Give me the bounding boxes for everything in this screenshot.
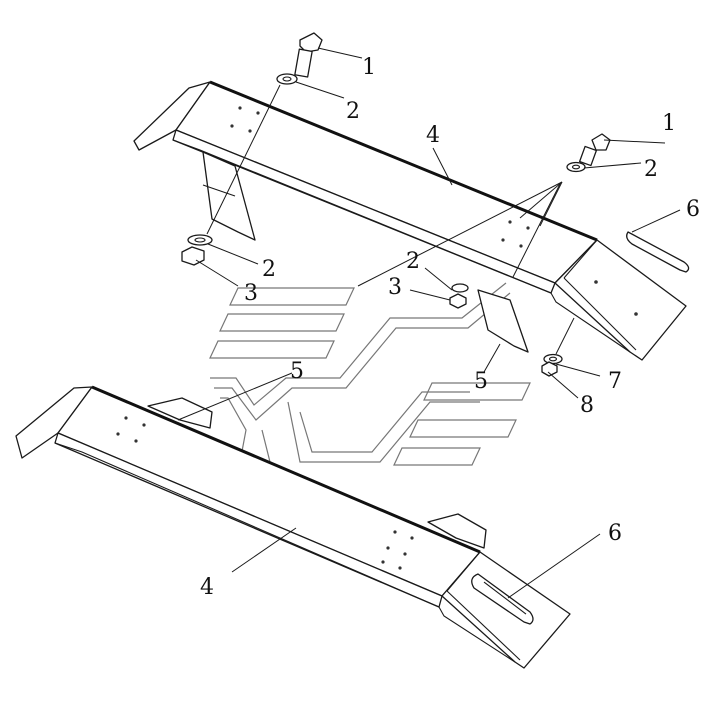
callout-2-lower-left: 2 [262,257,276,282]
upper-beam-left-bracket [202,151,256,241]
callout-2-upper-right: 2 [644,157,658,182]
callout-8: 8 [580,393,594,418]
nut-8 [541,361,558,377]
callout-5-right: 5 [474,369,488,394]
callout-3-lower-left: 3 [244,281,258,306]
lower-beam-left-bracket [147,397,213,429]
callout-5-left: 5 [290,359,304,384]
washer-2-center [451,283,469,293]
lower-handle [471,573,534,625]
callout-2-upper-left: 2 [346,99,360,124]
callout-7: 7 [608,369,622,394]
bolt-1-left [294,32,323,78]
leader-lines [177,47,681,599]
callout-2-center: 2 [406,249,420,274]
callout-3-center: 3 [388,275,402,300]
callouts: 1 2 4 1 2 6 2 3 2 3 5 5 7 8 6 4 [200,55,700,600]
upper-hardware [181,32,611,377]
callout-6-upper: 6 [686,197,700,222]
washer-2-bottom-left [187,234,213,246]
watermark-logo [209,282,531,466]
upper-beam-right-end [554,239,687,361]
callout-1-upper-left: 1 [362,55,376,80]
lower-beam-right-bracket [427,513,487,549]
callout-1-upper-right: 1 [662,111,676,136]
washer-7 [543,353,563,365]
lower-beam [15,385,571,669]
upper-handle [626,231,690,273]
washer-2-top-right [566,161,586,173]
upper-beam-right-bracket [477,289,529,353]
upper-beam [133,80,690,361]
callout-4-upper: 4 [426,123,440,148]
nut-3-left [181,246,205,266]
nut-3-center [449,293,467,309]
washer-2-top-left [276,73,298,85]
callout-4-lower: 4 [200,575,214,600]
callout-6-lower: 6 [608,521,622,546]
bolt-1-right [578,133,611,167]
